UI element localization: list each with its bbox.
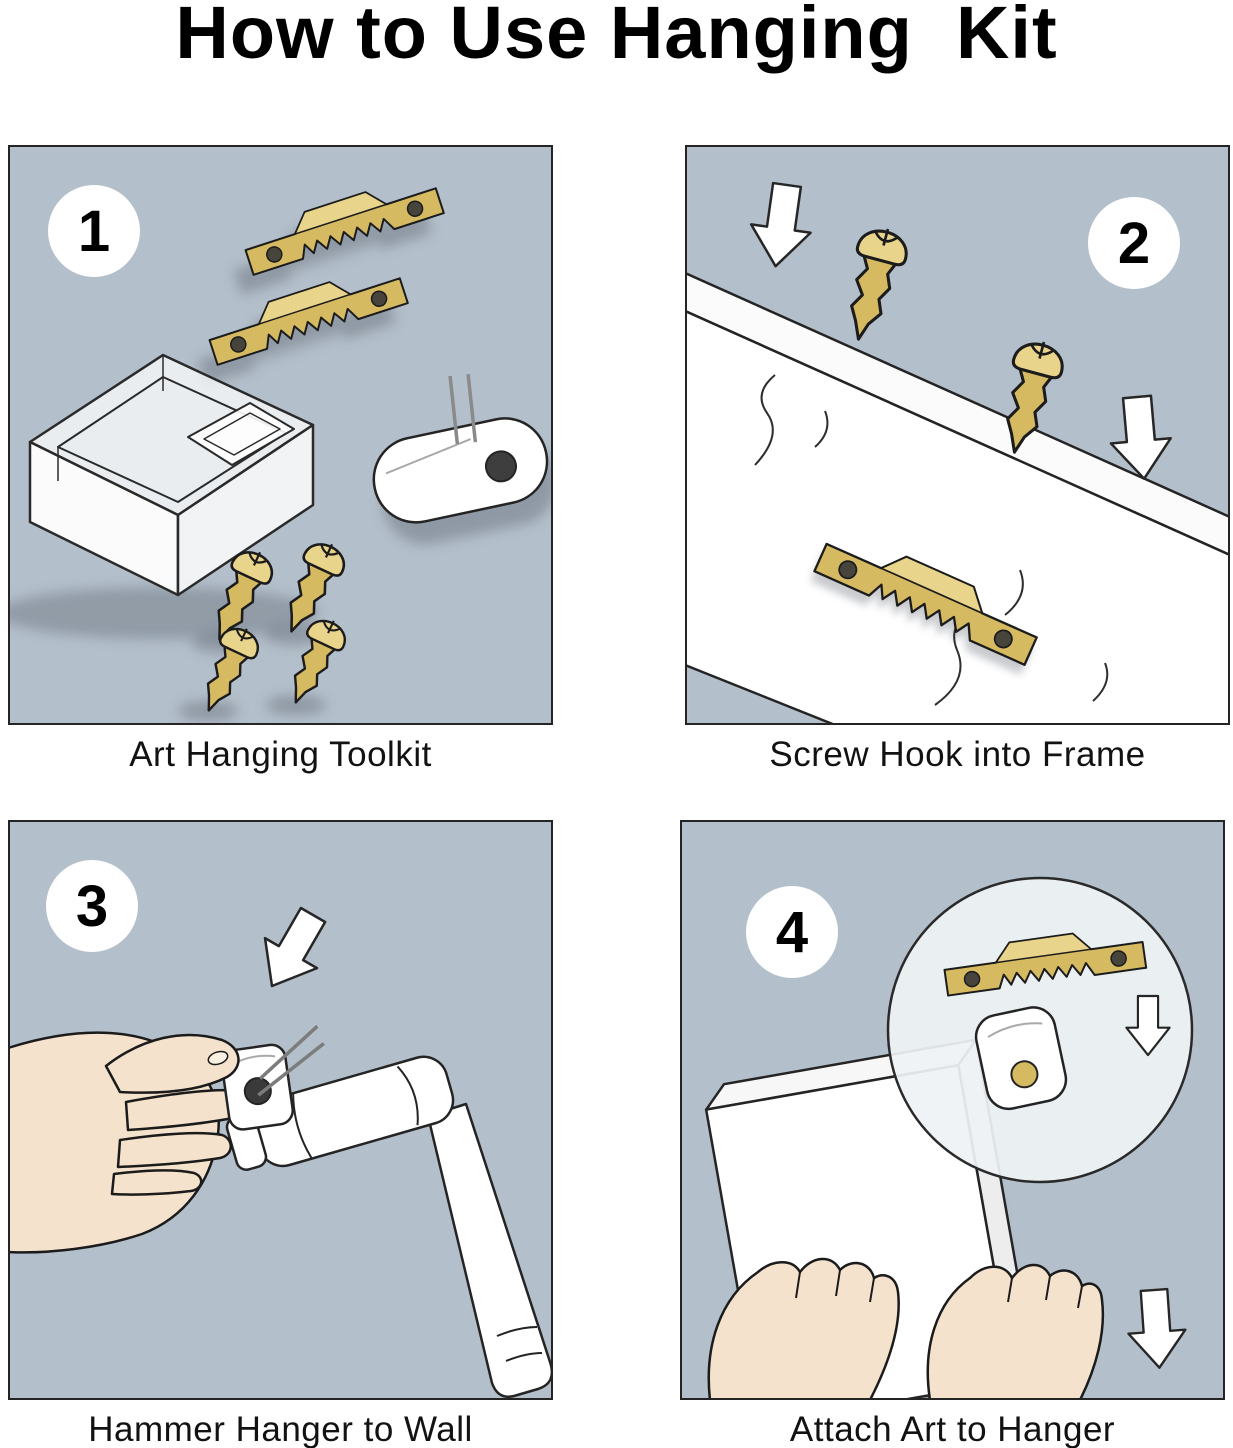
down-arrow-icon	[749, 181, 812, 268]
wall-hook	[220, 1024, 325, 1131]
attach-art-illustration	[704, 876, 1194, 1398]
sawtooth-hanger	[244, 187, 445, 276]
thumb	[104, 1033, 240, 1094]
panel-1-caption: Art Hanging Toolkit	[129, 735, 432, 774]
panel-step-3: 3 Hammer Hanger to Wall	[8, 820, 553, 1448]
screw-icon	[289, 543, 346, 633]
screw-icon	[206, 627, 260, 712]
down-left-arrow-icon	[263, 906, 327, 988]
wall-hook	[372, 373, 549, 524]
step-number: 1	[77, 198, 111, 264]
screw-icon	[217, 551, 274, 641]
step-1-badge: 1	[48, 185, 140, 277]
screw-into-frame-illustration	[687, 181, 1228, 723]
page-title: How to Use Hanging Kit	[175, 0, 1058, 74]
panel-4-caption: Attach Art to Hanger	[789, 1410, 1116, 1448]
panel-3-illustration: 3	[8, 820, 553, 1400]
step-3-badge: 3	[46, 860, 138, 952]
sawtooth-hanger	[813, 542, 1038, 666]
panel-step-4: 4 Attach Art to Hanger	[680, 820, 1225, 1448]
screw-icon	[293, 619, 347, 704]
panel-step-2: 2 Screw Hook into Frame	[685, 145, 1230, 775]
panel-3-caption: Hammer Hanger to Wall	[88, 1410, 473, 1448]
right-hand	[926, 1263, 1105, 1398]
sawtooth-hanger	[943, 932, 1148, 997]
step-number: 2	[1117, 210, 1151, 276]
screw-icon	[850, 228, 908, 341]
panel-2-illustration: 2	[685, 145, 1230, 725]
sawtooth-hanger	[208, 277, 409, 366]
down-arrow-icon	[1125, 994, 1171, 1057]
screw-icon	[1006, 341, 1064, 454]
panel-1-illustration: 1	[8, 145, 553, 725]
step-number: 3	[75, 873, 109, 939]
wall-hook	[974, 1006, 1068, 1111]
frame-board	[687, 272, 1228, 723]
down-arrow-icon	[1127, 1287, 1187, 1369]
panel-step-1: 1 Art Hanging Toolkit	[8, 145, 553, 775]
hammer	[225, 1055, 551, 1398]
left-hand	[707, 1257, 900, 1398]
down-arrow-icon	[1109, 394, 1172, 480]
toolkit-illustration	[10, 187, 551, 721]
step-number: 4	[775, 899, 809, 965]
plastic-box	[28, 353, 315, 597]
step-4-badge: 4	[746, 886, 838, 978]
step-2-badge: 2	[1088, 197, 1180, 289]
panel-2-caption: Screw Hook into Frame	[769, 735, 1146, 774]
hammer-to-wall-illustration	[10, 906, 551, 1398]
panel-4-illustration: 4	[680, 820, 1225, 1400]
